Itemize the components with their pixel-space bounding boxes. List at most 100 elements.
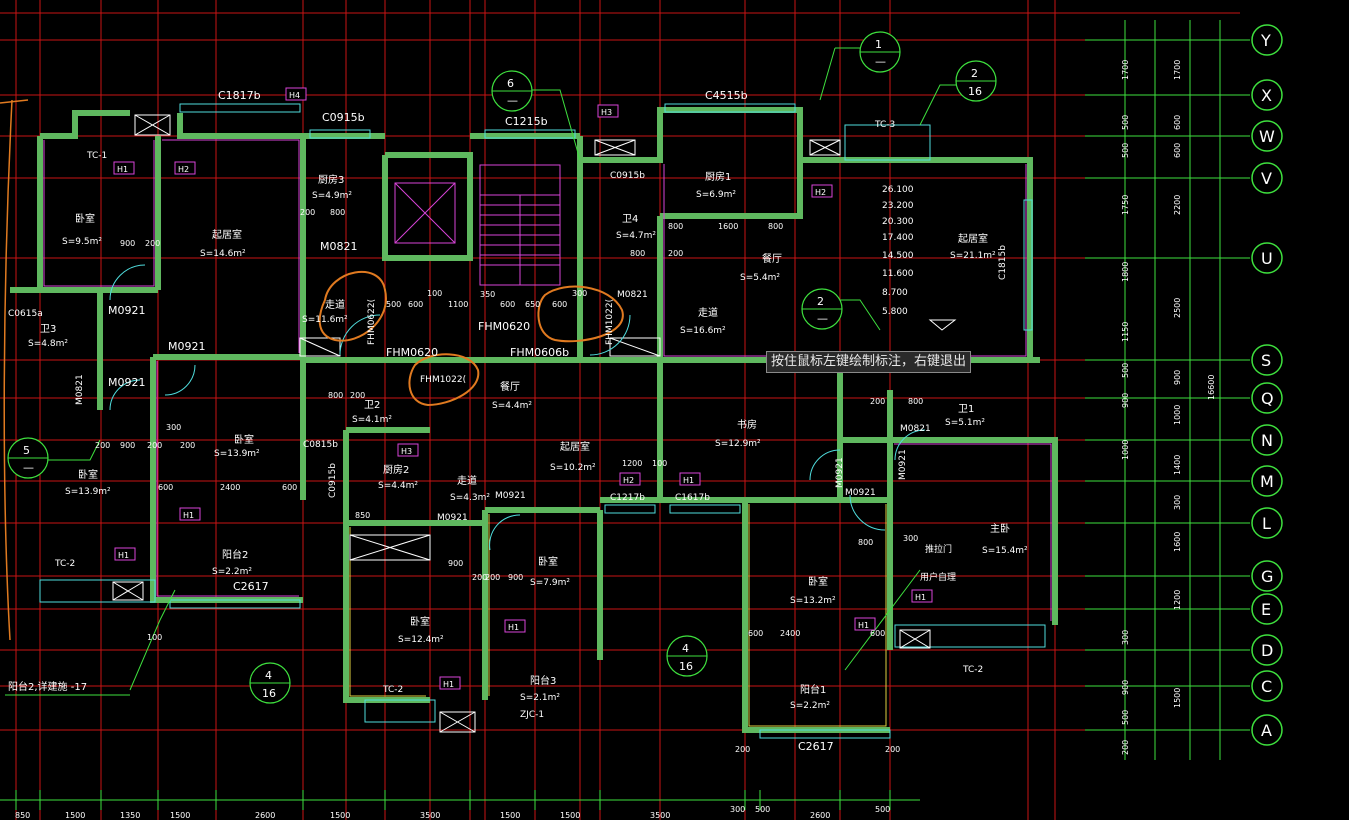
svg-text:500: 500 [1121, 363, 1130, 378]
svg-text:C0915b: C0915b [610, 171, 645, 181]
axis-label: G [1261, 567, 1273, 586]
svg-text:200: 200 [472, 573, 487, 582]
room-area: S=14.6m² [200, 249, 246, 259]
room-name: 走道 [325, 298, 345, 311]
svg-text:200: 200 [870, 397, 885, 406]
window-labels: C1817b C0915b C1215b C4515b C0915b C1815… [8, 89, 1008, 753]
svg-text:H1: H1 [117, 165, 128, 174]
door-labels: M0921 M0921 M0921 M0821 M0821 M0821 M092… [75, 240, 931, 523]
command-tooltip: 按住鼠标左键绘制标注，右键退出 [766, 351, 972, 373]
room-area: S=10.2m² [550, 463, 596, 473]
elevation-list: 26.100 23.200 20.300 17.400 14.500 11.60… [882, 185, 914, 317]
svg-text:FHM0622(: FHM0622( [367, 299, 377, 345]
room-name: 卧室 [808, 575, 828, 588]
room-area: S=4.7m² [616, 231, 656, 241]
svg-text:900: 900 [1121, 393, 1130, 408]
svg-text:H1: H1 [508, 623, 519, 632]
room-name: 餐厅 [762, 252, 782, 265]
svg-text:1500: 1500 [560, 811, 580, 820]
svg-text:100: 100 [652, 459, 667, 468]
svg-text:500: 500 [755, 805, 770, 814]
svg-text:1500: 1500 [500, 811, 520, 820]
svg-text:M0921: M0921 [108, 376, 146, 389]
svg-text:500: 500 [386, 300, 401, 309]
svg-text:20.300: 20.300 [882, 217, 914, 227]
callout-5-bottom: — [23, 461, 34, 474]
svg-text:M0921: M0921 [108, 304, 146, 317]
axis-label: A [1261, 721, 1272, 740]
room-area: S=7.9m² [530, 578, 570, 588]
svg-text:600: 600 [1173, 115, 1182, 130]
svg-text:11.600: 11.600 [882, 269, 914, 279]
room-name: 起居室 [560, 440, 590, 453]
svg-text:H1: H1 [118, 551, 129, 560]
room-name: 主卧 [990, 522, 1010, 535]
room-name: 厨房3 [318, 173, 344, 186]
svg-text:1750: 1750 [1121, 195, 1130, 215]
room-area: S=21.1m² [950, 251, 996, 261]
callout-4-top: 2 [817, 295, 824, 308]
room-area: S=11.6m² [302, 315, 348, 325]
svg-text:H2: H2 [178, 165, 189, 174]
svg-text:C0815b: C0815b [303, 440, 338, 450]
room-area: S=4.8m² [28, 339, 68, 349]
svg-text:200: 200 [735, 745, 750, 754]
svg-text:200: 200 [300, 208, 315, 217]
axis-label: U [1261, 249, 1273, 268]
room-area: S=4.1m² [352, 415, 392, 425]
room-area: S=13.9m² [65, 487, 111, 497]
svg-text:M0921: M0921 [437, 513, 468, 523]
callout-2-bottom: 16 [968, 85, 982, 98]
shaft-boxes [112, 114, 931, 733]
callout-lines [5, 47, 960, 696]
svg-text:300: 300 [903, 534, 918, 543]
svg-text:H3: H3 [601, 108, 612, 117]
svg-text:1500: 1500 [330, 811, 350, 820]
room-name: 起居室 [212, 228, 242, 241]
svg-text:900: 900 [1121, 680, 1130, 695]
callout-3-bottom: — [507, 94, 518, 107]
bottom-dimension-ticks [15, 790, 891, 810]
svg-text:H3: H3 [401, 447, 412, 456]
svg-text:FHM0606b: FHM0606b [510, 346, 569, 359]
orange-annotations [318, 271, 624, 407]
room-name: 书房 [737, 418, 757, 431]
svg-text:1700: 1700 [1173, 60, 1182, 80]
svg-text:800: 800 [668, 222, 683, 231]
room-name: 厨房1 [705, 170, 731, 183]
svg-text:1800: 1800 [1121, 262, 1130, 282]
axis-label: W [1259, 127, 1275, 146]
svg-text:1500: 1500 [65, 811, 85, 820]
svg-text:1400: 1400 [1173, 455, 1182, 475]
room-area: S=16.6m² [680, 326, 726, 336]
room-name: 卧室 [410, 615, 430, 628]
svg-text:900: 900 [508, 573, 523, 582]
svg-text:TC-2: TC-2 [54, 559, 75, 569]
svg-text:M0921: M0921 [845, 488, 876, 498]
axis-labels: Y X W V U S Q N M L G E D C A [1259, 31, 1275, 740]
svg-text:2400: 2400 [220, 483, 240, 492]
svg-text:C0915b: C0915b [322, 111, 365, 124]
callout-dividers [8, 51, 996, 684]
svg-text:1200: 1200 [1173, 590, 1182, 610]
svg-text:300: 300 [572, 289, 587, 298]
axis-bubbles [1251, 24, 1283, 746]
svg-text:1500: 1500 [1173, 688, 1182, 708]
svg-text:600: 600 [748, 629, 763, 638]
svg-text:850: 850 [15, 811, 30, 820]
room-labels: 卧室 S=9.5m² 起居室 S=14.6m² 厨房3 S=4.9m² 厨房1 … [28, 170, 1028, 711]
svg-text:C4515b: C4515b [705, 89, 748, 102]
svg-text:H2: H2 [815, 188, 826, 197]
room-area: S=2.2m² [790, 701, 830, 711]
tag-texts: H1 H2 H4 H3 H2 H3 H1 H1 H1 H2 H1 H1 H1 H… [117, 91, 926, 689]
room-name: 卫4 [622, 214, 638, 225]
room-name: 卫3 [40, 324, 56, 335]
axis-label: M [1260, 472, 1274, 491]
room-area: S=2.2m² [212, 567, 252, 577]
callout-3-top: 6 [507, 77, 514, 90]
svg-text:M0821: M0821 [75, 374, 85, 405]
svg-text:C1617b: C1617b [675, 493, 710, 503]
svg-text:300: 300 [1173, 495, 1182, 510]
axis-label: C [1261, 677, 1272, 696]
